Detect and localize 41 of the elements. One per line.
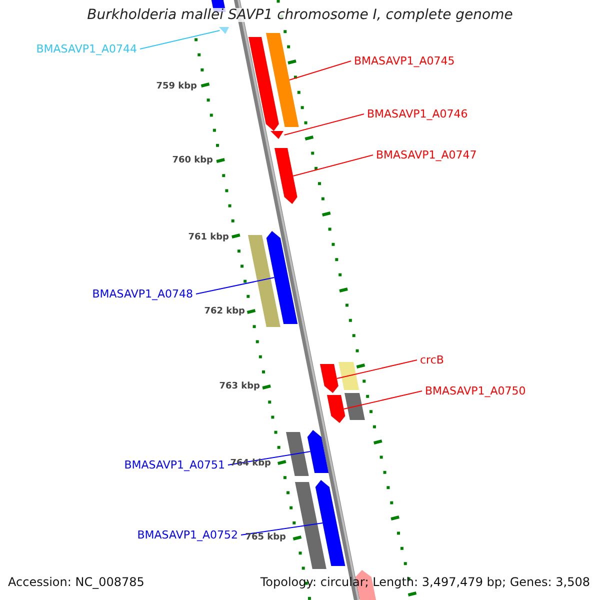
gene-feature	[327, 395, 346, 423]
gene-feature	[344, 393, 365, 420]
gene-feature	[320, 364, 338, 393]
scale-label: 765 kbp	[245, 534, 286, 542]
gene-feature	[274, 148, 298, 204]
gene-label: BMASAVP1_A0747	[376, 150, 477, 160]
gene-feature	[286, 432, 309, 476]
leader-line	[140, 30, 220, 50]
gene-label: BMASAVP1_A0748	[92, 288, 193, 300]
gene-feature	[270, 131, 284, 139]
gene-label: BMASAVP1_A0750	[425, 386, 526, 396]
leader-line	[292, 154, 374, 176]
leader-line	[240, 522, 324, 536]
gene-label: crcB	[420, 354, 444, 366]
genome-info: Topology: circular; Length: 3,497,479 bp; Genes: 3,508	[260, 576, 590, 588]
leader-line	[196, 277, 275, 294]
gene-feature	[338, 362, 360, 390]
genome-info: Accession: NC_008785	[8, 576, 144, 588]
gene-feature	[266, 231, 298, 324]
gene-feature	[315, 480, 346, 566]
scale-label: 760 kbp	[172, 156, 213, 166]
gene-feature	[248, 37, 279, 131]
scale-label: 761 kbp	[188, 234, 229, 242]
gene-label: BMASAVP1_A0751	[124, 460, 225, 470]
scale-label: 762 kbp	[204, 308, 245, 316]
scale-label: 763 kbp	[219, 382, 260, 392]
gene-label: BMASAVP1_A0752	[137, 530, 238, 540]
gene-label: BMASAVP1_A0746	[367, 108, 468, 120]
gene-feature	[295, 482, 326, 569]
leader-line	[336, 360, 418, 379]
leader-line	[343, 390, 422, 410]
gene-label: BMASAVP1_A0744	[36, 44, 137, 54]
scale-label: 759 kbp	[156, 82, 197, 92]
gene-feature	[307, 430, 329, 473]
gene-feature	[248, 235, 280, 327]
leader-line	[284, 114, 364, 136]
leader-line	[228, 451, 311, 466]
gene-feature	[219, 27, 229, 34]
leader-line	[288, 60, 352, 80]
gene-label: BMASAVP1_A0745	[354, 56, 455, 66]
gene-feature	[266, 33, 299, 127]
